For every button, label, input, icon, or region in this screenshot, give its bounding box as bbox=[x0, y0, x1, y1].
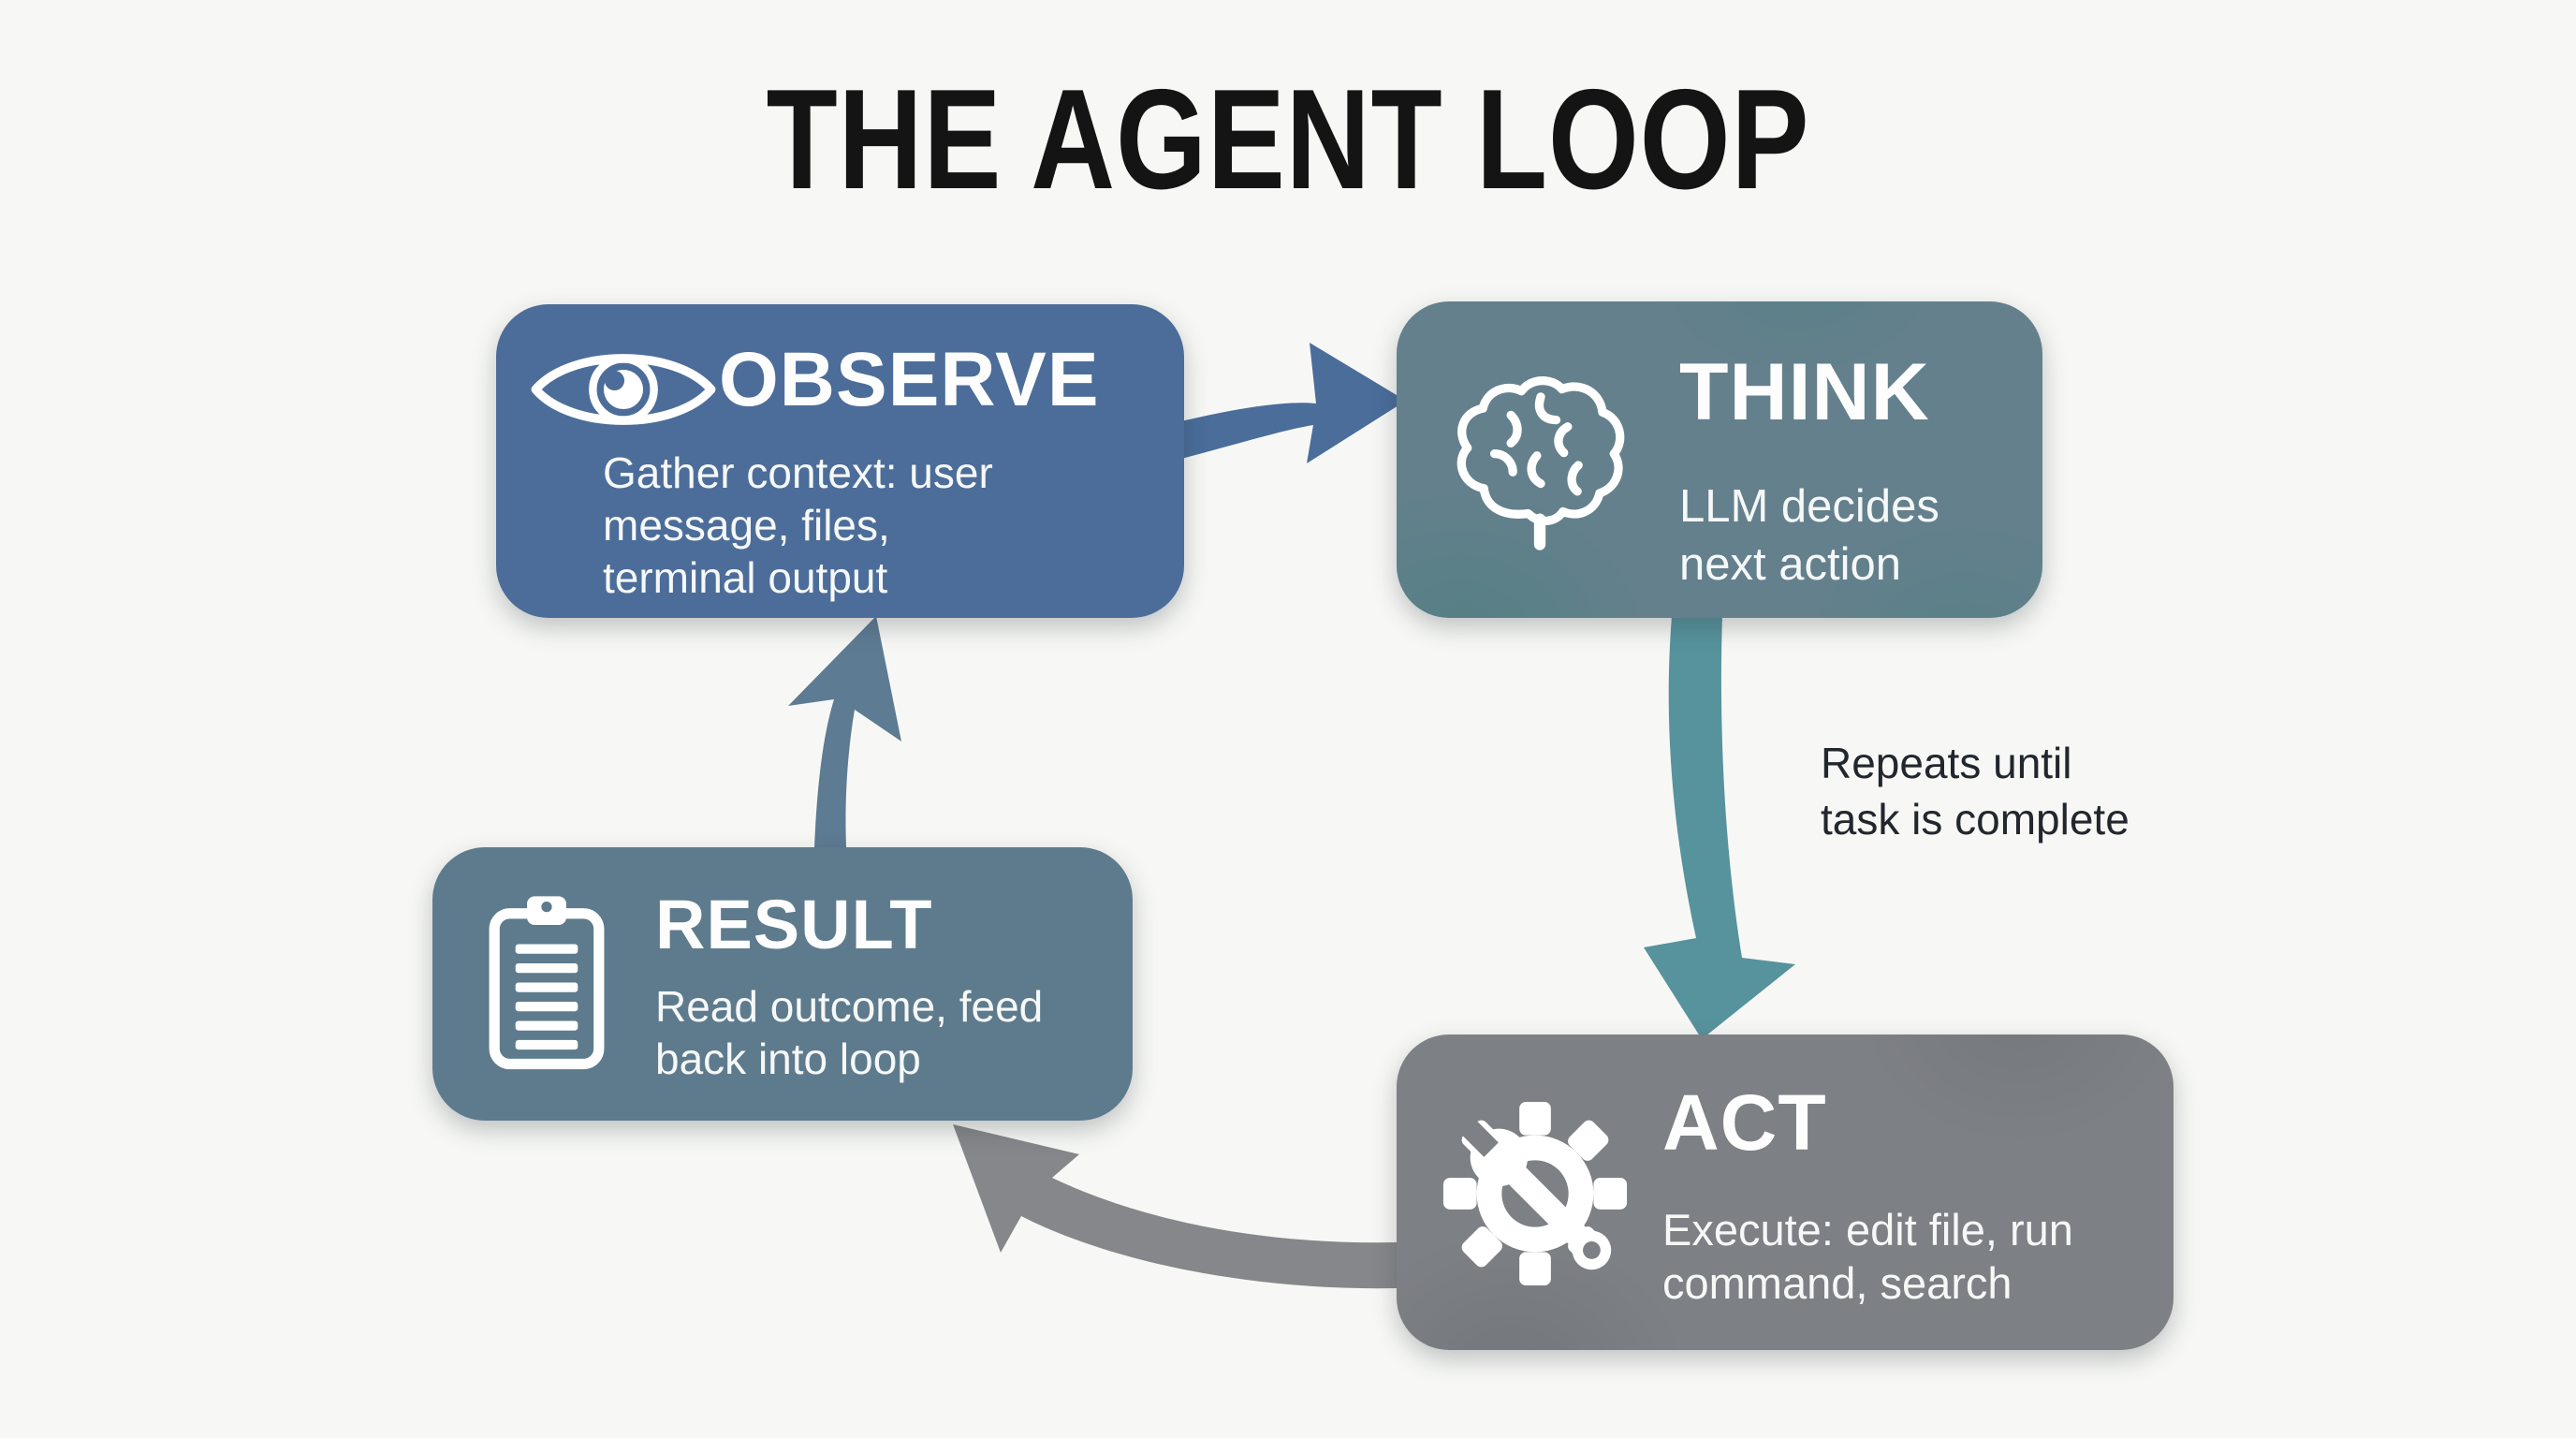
node-result-description: Read outcome, feed back into loop bbox=[655, 982, 1044, 1084]
gear-wrench-icon bbox=[1442, 1101, 1628, 1286]
node-think: THINK LLM decides next action bbox=[1397, 301, 2042, 618]
loop-annotation: Repeats until task is complete bbox=[1821, 739, 2130, 844]
node-observe: OBSERVE Gather context: user message, fi… bbox=[496, 304, 1184, 618]
page-title: THE AGENT LOOP bbox=[766, 60, 1810, 219]
node-result: RESULT Read outcome, feed back into loop bbox=[432, 847, 1133, 1121]
arrow-act-to-result bbox=[953, 1124, 1397, 1289]
clipboard-icon bbox=[489, 896, 605, 1070]
node-act-description: Execute: edit file, run command, search bbox=[1662, 1205, 2073, 1309]
node-observe-description: Gather context: user message, files, ter… bbox=[603, 448, 993, 603]
brain-icon bbox=[1456, 375, 1625, 550]
node-act-label: ACT bbox=[1662, 1078, 1827, 1167]
arrow-observe-to-think bbox=[1181, 343, 1406, 463]
node-act: ACT Execute: edit file, run command, sea… bbox=[1397, 1034, 2174, 1350]
node-think-description: LLM decides next action bbox=[1679, 481, 1939, 591]
node-result-label: RESULT bbox=[655, 886, 933, 963]
eye-icon bbox=[531, 354, 716, 425]
node-observe-label: OBSERVE bbox=[719, 337, 1100, 422]
node-think-label: THINK bbox=[1679, 347, 1930, 437]
arrow-think-to-act bbox=[1644, 616, 1795, 1039]
arrow-result-to-observe bbox=[788, 616, 901, 847]
